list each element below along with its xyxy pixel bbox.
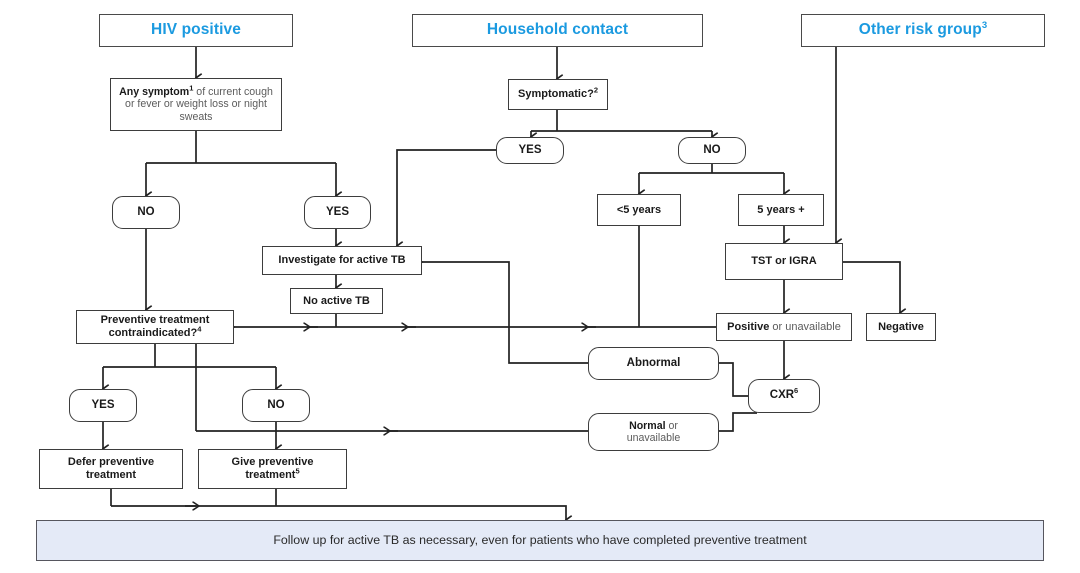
header-other-risk-group-label: Other risk group3 (858, 20, 988, 39)
node-5-years-plus-label: 5 years + (757, 203, 805, 216)
header-hiv-positive-label: HIV positive (151, 21, 241, 39)
header-hiv-positive[interactable]: HIV positive (99, 14, 293, 47)
header-household-contact-label: Household contact (486, 21, 629, 39)
node-contraindicated-yes-label: YES (91, 398, 115, 411)
node-household-no[interactable]: NO (678, 137, 746, 164)
node-any-symptom-label: Any symptom1 of current cough or fever o… (119, 83, 273, 123)
banner-follow-up-label: Follow up for active TB as necessary, ev… (273, 533, 807, 548)
node-abnormal-label: Abnormal (626, 356, 681, 369)
footnote-marker-4: 4 (197, 324, 202, 334)
node-symptomatic-label: Symptomatic?2 (518, 85, 598, 101)
node-positive-or-unavailable[interactable]: Positive or unavailable (716, 313, 852, 341)
node-negative[interactable]: Negative (866, 313, 936, 341)
node-hiv-no[interactable]: NO (112, 196, 180, 229)
node-contraindicated-no-label: NO (267, 398, 285, 411)
node-cxr[interactable]: CXR6 (748, 379, 820, 413)
header-other-risk-group[interactable]: Other risk group3 (801, 14, 1045, 47)
node-tst-or-igra-label: TST or IGRA (751, 255, 817, 268)
footnote-marker-6: 6 (794, 386, 799, 396)
node-symptomatic[interactable]: Symptomatic?2 (508, 79, 608, 110)
node-tst-or-igra[interactable]: TST or IGRA (725, 243, 843, 280)
header-household-contact[interactable]: Household contact (412, 14, 703, 47)
node-under-5-years[interactable]: <5 years (597, 194, 681, 226)
node-negative-label: Negative (878, 320, 924, 333)
node-household-yes[interactable]: YES (496, 137, 564, 164)
banner-follow-up[interactable]: Follow up for active TB as necessary, ev… (36, 520, 1044, 561)
node-positive-or-unavailable-label: Positive or unavailable (727, 320, 841, 333)
footnote-marker-1: 1 (189, 83, 194, 93)
node-no-active-tb[interactable]: No active TB (290, 288, 383, 314)
footnote-marker-3: 3 (981, 20, 988, 32)
node-any-symptom[interactable]: Any symptom1 of current cough or fever o… (110, 78, 282, 131)
node-hiv-yes-label: YES (325, 205, 349, 218)
node-abnormal[interactable]: Abnormal (588, 347, 719, 380)
node-no-active-tb-label: No active TB (303, 294, 370, 307)
node-contraindicated-no[interactable]: NO (242, 389, 310, 422)
node-hiv-yes[interactable]: YES (304, 196, 371, 229)
node-household-yes-label: YES (518, 143, 542, 156)
node-investigate-active-tb[interactable]: Investigate for active TB (262, 246, 422, 275)
node-investigate-active-tb-label: Investigate for active TB (278, 254, 406, 267)
node-under-5-years-label: <5 years (616, 203, 662, 216)
footnote-marker-2: 2 (593, 85, 598, 95)
footnote-marker-5: 5 (295, 466, 300, 476)
node-contraindicated-yes[interactable]: YES (69, 389, 137, 422)
node-hiv-no-label: NO (137, 205, 155, 218)
node-household-no-label: NO (703, 143, 721, 156)
node-cxr-label: CXR6 (769, 386, 799, 402)
node-5-years-plus[interactable]: 5 years + (738, 194, 824, 226)
